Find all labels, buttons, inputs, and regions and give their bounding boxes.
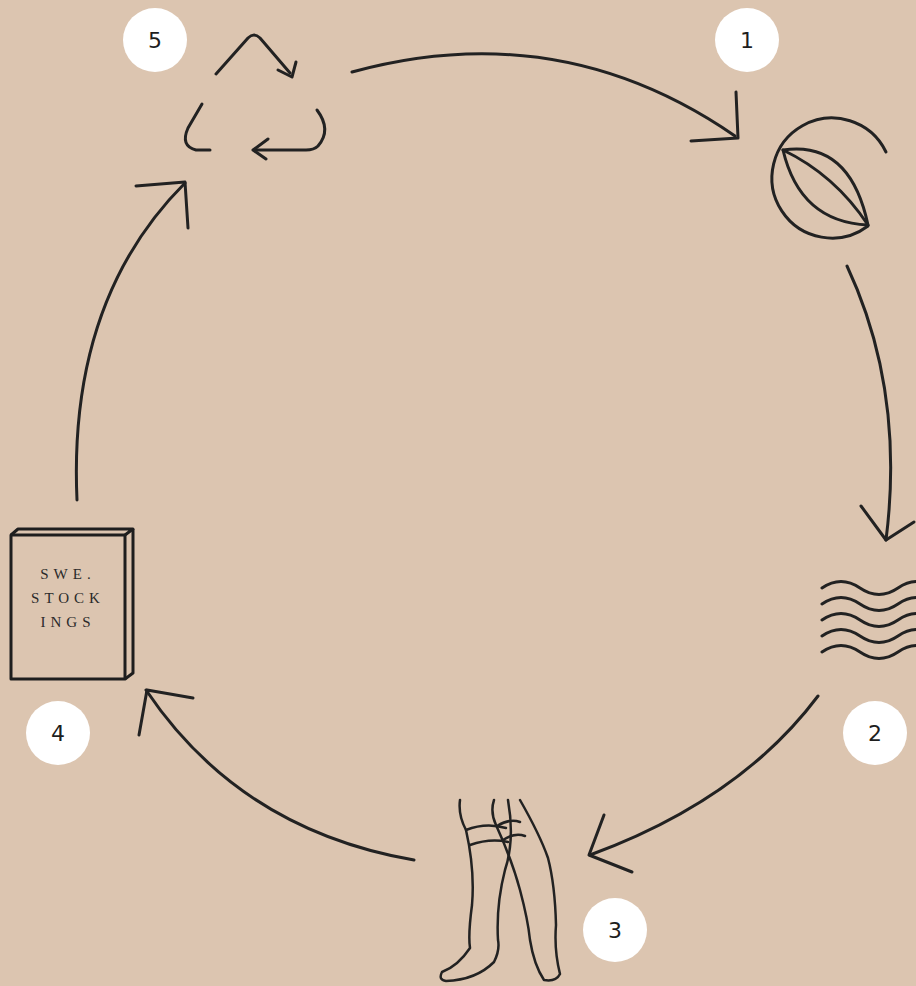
recycle-symbol xyxy=(185,35,324,159)
callout-number: 2 xyxy=(868,721,882,746)
callout-number: 4 xyxy=(51,721,65,746)
fibre-waves xyxy=(822,582,916,659)
leaf-symbol xyxy=(772,118,886,238)
step-number: 4 xyxy=(26,701,90,765)
step-number: 1 xyxy=(715,8,779,72)
cycle-arrows xyxy=(76,54,914,872)
step-number: 5 xyxy=(123,8,187,72)
callout-number: 5 xyxy=(148,28,162,53)
package-front xyxy=(11,535,125,679)
step-number: 3 xyxy=(583,898,647,962)
callout-number: 1 xyxy=(740,28,754,53)
step-number: 2 xyxy=(843,701,907,765)
package-label: SWE. STOCK INGS xyxy=(16,562,120,634)
callout-number: 3 xyxy=(608,918,622,943)
stocking-legs xyxy=(441,800,560,981)
stocking-package: SWE. STOCK INGS xyxy=(6,526,138,684)
package-top xyxy=(11,529,133,535)
package-side xyxy=(125,529,133,679)
